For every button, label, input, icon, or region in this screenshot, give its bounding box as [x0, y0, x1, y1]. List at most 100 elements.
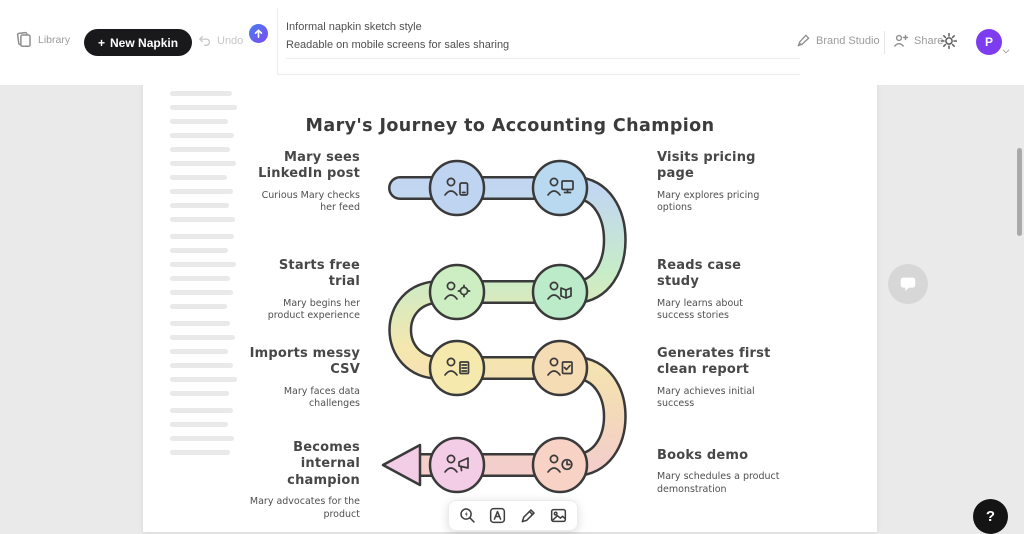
text-line-placeholder: [170, 133, 234, 138]
scrollbar-thumb[interactable]: [1017, 148, 1022, 236]
step-title: Imports messy CSV: [249, 346, 360, 378]
text-line-placeholder: [170, 91, 232, 96]
text-line-placeholder: [170, 119, 228, 124]
step-label[interactable]: Starts free trial Mary begins her produc…: [245, 258, 360, 323]
chevron-down-icon[interactable]: [1002, 46, 1010, 54]
text-style-icon[interactable]: [486, 504, 510, 528]
share-icon: [894, 34, 909, 47]
step-label[interactable]: Books demo Mary schedules a product demo…: [657, 448, 782, 497]
step-label[interactable]: Imports messy CSV Mary faces data challe…: [245, 346, 360, 411]
journey-node[interactable]: [531, 436, 589, 494]
person-monitor-icon: [547, 177, 574, 196]
step-title: Generates first clean report: [657, 346, 771, 378]
text-line-placeholder: [170, 422, 228, 427]
style-prompt-line-2[interactable]: Readable on mobile screens for sales sha…: [286, 39, 800, 59]
person-gear-icon: [444, 281, 471, 300]
step-label[interactable]: Mary sees LinkedIn post Curious Mary che…: [245, 150, 360, 215]
step-title: Mary sees LinkedIn post: [258, 150, 360, 182]
person-document-icon: [444, 357, 470, 376]
step-label[interactable]: Visits pricing page Mary explores pricin…: [657, 150, 782, 215]
journey-path: [390, 178, 625, 475]
diagram-title[interactable]: Mary's Journey to Accounting Champion: [305, 116, 715, 136]
step-title: Reads case study: [657, 258, 742, 290]
step-label[interactable]: Reads case study Mary learns about succe…: [657, 258, 782, 323]
help-button[interactable]: ?: [973, 499, 1008, 534]
journey-node[interactable]: [428, 263, 486, 321]
text-line-placeholder: [170, 276, 230, 281]
share-button[interactable]: Share: [893, 33, 943, 49]
journey-arrowhead: [381, 443, 422, 487]
journey-diagram[interactable]: [370, 140, 650, 512]
undo-button[interactable]: Undo: [197, 33, 243, 48]
help-label: ?: [985, 508, 996, 525]
step-title: Becomes internal champion: [287, 440, 360, 488]
text-line-placeholder: [170, 321, 230, 326]
journey-node[interactable]: [428, 159, 486, 217]
library-icon: [16, 31, 31, 48]
text-line-placeholder: [170, 147, 230, 152]
step-title: Starts free trial: [278, 258, 360, 290]
step-subtitle: Curious Mary checks her feed: [261, 189, 360, 214]
text-line-placeholder: [170, 408, 233, 413]
undo-icon: [199, 36, 211, 46]
arrow-up-icon: [254, 29, 263, 38]
plus-icon: +: [98, 35, 106, 50]
chat-bubble-icon: [900, 277, 916, 291]
step-subtitle: Mary explores pricing options: [657, 189, 760, 214]
undo-label: Undo: [217, 34, 244, 47]
new-napkin-label: New Napkin: [110, 35, 179, 50]
journey-node[interactable]: [531, 159, 589, 217]
canvas-page: Mary's Journey to Accounting Champion: [143, 0, 877, 532]
settings-button[interactable]: [940, 32, 958, 50]
text-line-placeholder: [170, 248, 228, 253]
text-line-placeholder: [170, 189, 233, 194]
journey-node[interactable]: [531, 339, 589, 397]
person-phone-icon: [444, 177, 469, 196]
step-subtitle: Mary advocates for the product: [249, 495, 360, 520]
brand-studio-label: Brand Studio: [816, 34, 880, 47]
journey-node[interactable]: [531, 263, 589, 321]
new-napkin-button[interactable]: + New Napkin: [84, 29, 193, 56]
brand-studio-icon: [797, 34, 810, 47]
step-subtitle: Mary begins her product experience: [267, 297, 360, 322]
text-line-placeholder: [170, 290, 233, 295]
avatar[interactable]: P: [976, 29, 1002, 55]
gear-icon: [940, 32, 958, 50]
step-title: Visits pricing page: [657, 150, 756, 182]
text-line-placeholder: [170, 217, 235, 222]
text-line-placeholder: [170, 304, 227, 309]
step-label[interactable]: Generates first clean report Mary achiev…: [657, 346, 782, 411]
chat-fab-button[interactable]: [888, 264, 928, 304]
top-toolbar: Library + New Napkin Undo Informal napki…: [0, 0, 1024, 85]
step-subtitle: Mary achieves initial success: [657, 385, 755, 410]
person-book-icon: [547, 281, 572, 300]
step-title: Books demo: [657, 448, 749, 463]
text-line-placeholder: [170, 234, 234, 239]
text-line-placeholder: [170, 377, 237, 382]
boost-button[interactable]: [249, 24, 268, 43]
library-button[interactable]: Library: [16, 31, 70, 48]
text-line-placeholder: [170, 175, 227, 180]
step-subtitle: Mary learns about success stories: [657, 297, 744, 322]
text-line-placeholder: [170, 335, 235, 340]
journey-node[interactable]: [428, 339, 486, 397]
image-icon[interactable]: [547, 504, 571, 528]
brand-studio-button[interactable]: Brand Studio: [796, 33, 880, 48]
library-label: Library: [38, 33, 71, 46]
text-line-placeholder: [170, 349, 228, 354]
beautify-wand-icon[interactable]: [455, 504, 479, 528]
style-prompt-line-1[interactable]: Informal napkin sketch style: [286, 21, 422, 33]
toolbar-divider: [884, 31, 885, 54]
step-subtitle: Mary schedules a product demonstration: [657, 471, 780, 496]
share-label: Share: [914, 35, 944, 47]
text-line-placeholder: [170, 161, 236, 166]
document-text-placeholder: [170, 91, 237, 464]
text-line-placeholder: [170, 262, 236, 267]
text-line-placeholder: [170, 391, 229, 396]
text-line-placeholder: [170, 450, 230, 455]
diagram-toolbar: [448, 500, 578, 531]
journey-node[interactable]: [428, 436, 486, 494]
step-label[interactable]: Becomes internal champion Mary advocates…: [245, 440, 360, 521]
pen-icon[interactable]: [516, 504, 540, 528]
style-prompt-box: Informal napkin sketch style Readable on…: [277, 8, 800, 75]
